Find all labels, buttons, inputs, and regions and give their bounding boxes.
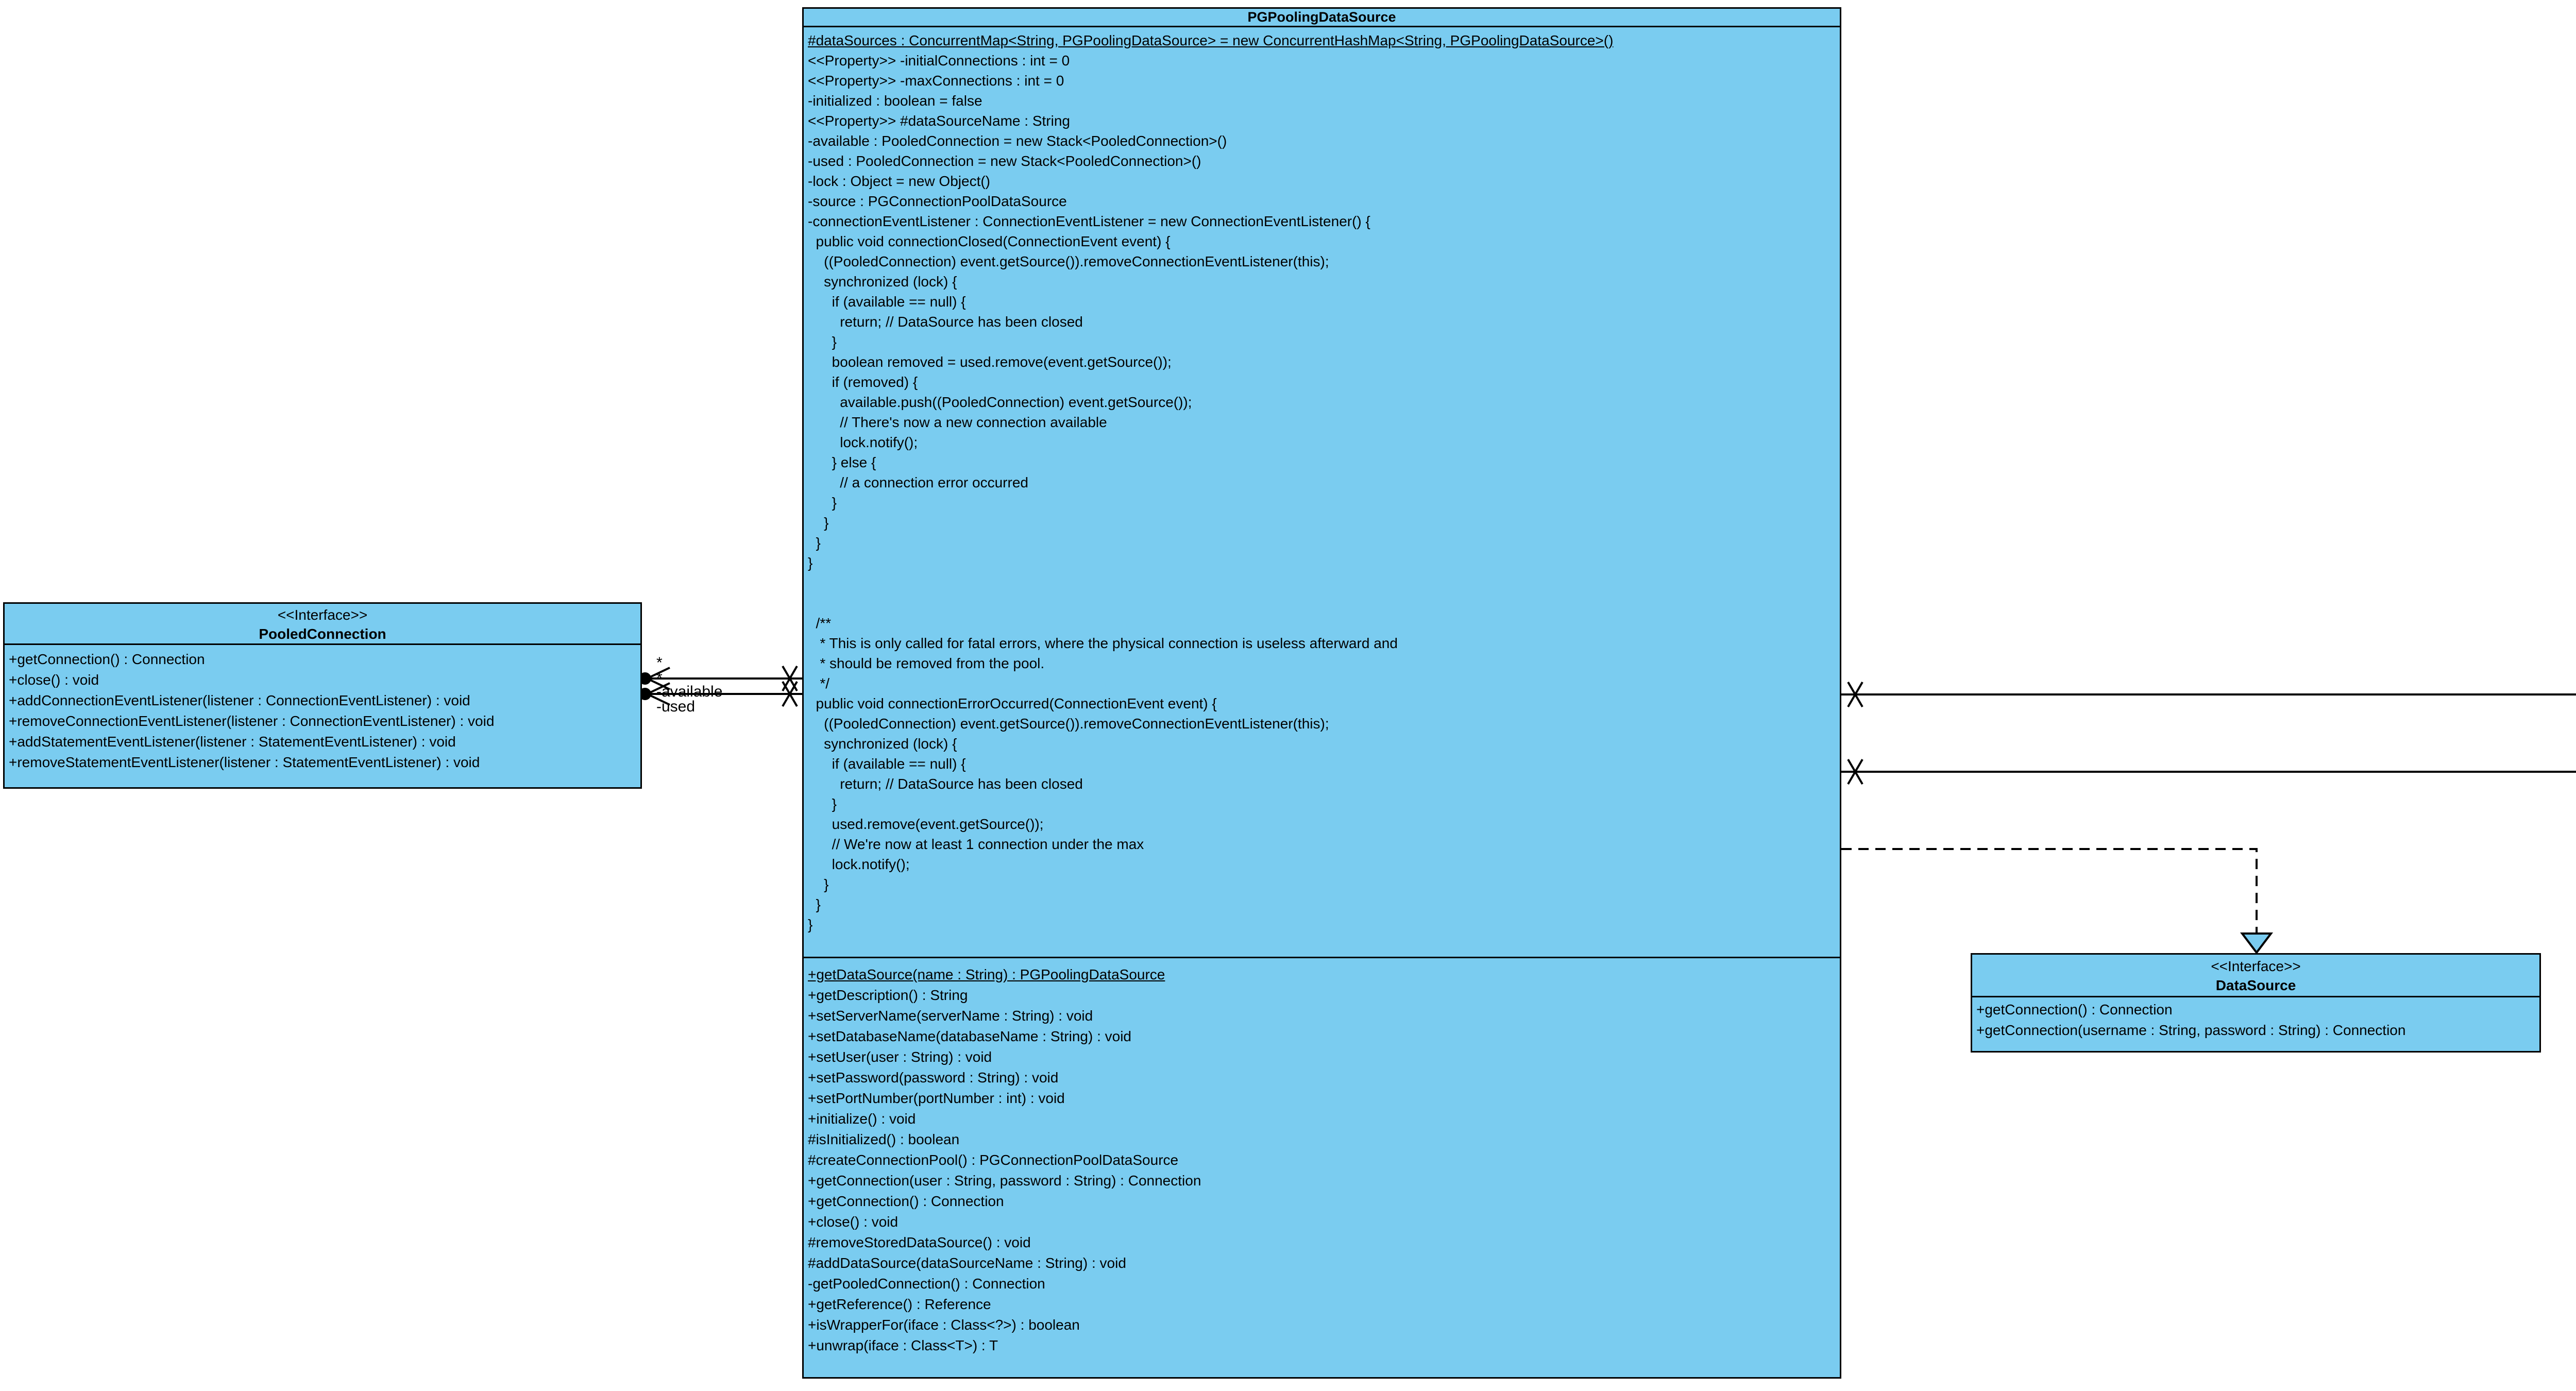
member-row: +setDatabaseName(databaseName : String) … [808,1028,1131,1044]
member-row: +setPassword(password : String) : void [808,1070,1059,1085]
member-row: ((PooledConnection) event.getSource()).r… [808,253,1329,269]
member-row: available.push((PooledConnection) event.… [808,394,1192,410]
label-used: -used [656,698,696,715]
member-row: +isWrapperFor(iface : Class<?>) : boolea… [808,1317,1080,1333]
member-row: +getConnection() : Connection [1976,1002,2173,1017]
association-source[interactable] [1841,681,2576,708]
member-row: #createConnectionPool() : PGConnectionPo… [808,1152,1179,1168]
class-title: DataSource [2215,977,2296,993]
member-row: #dataSources : ConcurrentMap<String, PGP… [808,32,1614,48]
multiplicity-available: * [656,654,663,671]
stereotype-label: <<Interface>> [277,607,368,623]
member-row: } [808,876,829,892]
member-row: +getConnection(user : String, password :… [808,1173,1201,1189]
label-available: -available [656,683,723,700]
member-row: -used : PooledConnection = new Stack<Poo… [808,153,1201,169]
non-navigable-x [782,665,798,692]
member-row: +removeStatementEventListener(listener :… [9,754,480,770]
member-row: public void connectionClosed(ConnectionE… [808,233,1171,249]
member-row: +setServerName(serverName : String) : vo… [808,1008,1093,1024]
interface-pooledconnection[interactable]: <<Interface>> PooledConnection +getConne… [3,602,642,789]
member-row: -source : PGConnectionPoolDataSource [808,193,1067,209]
member-row: } [808,796,837,812]
realization-datasource[interactable] [1841,848,2274,955]
member-row: } [808,896,821,912]
member-row: +getDescription() : String [808,987,968,1003]
interface-datasource[interactable]: <<Interface>> DataSource +getConnection(… [1971,953,2541,1053]
member-row: #removeStoredDataSource() : void [808,1234,1031,1250]
member-row: if (available == null) { [808,756,966,772]
member-row: +getReference() : Reference [808,1296,991,1312]
member-row: * This is only called for fatal errors, … [808,635,1398,651]
member-row: lock.notify(); [808,434,918,450]
member-row: } [808,515,829,531]
non-navigable-x [1847,758,1863,785]
methods-compartment: +getDataSource(name : String) : PGPoolin… [804,957,1840,1374]
member-row: } [808,555,813,571]
member-row: <<Property>> #dataSourceName : String [808,113,1070,129]
member-row: +setPortNumber(portNumber : int) : void [808,1090,1065,1106]
member-row: +unwrap(iface : Class<T>) : T [808,1337,998,1353]
member-row [808,573,1838,593]
member-row: +getConnection() : Connection [9,651,205,667]
member-row: -lock : Object = new Object() [808,173,991,189]
member-row: return; // DataSource has been closed [808,776,1083,792]
methods-compartment: +getConnection() : Connection +getConnect… [1972,996,2539,1049]
member-row: used.remove(event.getSource()); [808,816,1044,832]
member-row: lock.notify(); [808,856,910,872]
member-row [808,593,1838,613]
member-row: +getConnection() : Connection [808,1193,1004,1209]
member-row: if (removed) { [808,374,918,390]
association-connection-event-listener[interactable] [1841,758,2576,954]
member-row: +close() : void [9,672,99,688]
member-row: ((PooledConnection) event.getSource()).r… [808,716,1329,732]
member-row: +initialize() : void [808,1111,916,1127]
member-row: +removeConnectionEventListener(listener … [9,713,495,729]
member-row: boolean removed = used.remove(event.getS… [808,354,1172,370]
member-row: +setUser(user : String) : void [808,1049,992,1065]
member-row: } else { [808,454,876,470]
member-row: } [808,535,821,551]
member-row: synchronized (lock) { [808,274,957,290]
class-title: PGPoolingDataSource [1247,9,1396,25]
attributes-compartment: #dataSources : ConcurrentMap<String, PGP… [804,26,1840,957]
member-row: * should be removed from the pool. [808,655,1045,671]
member-row: +getDataSource(name : String) : PGPoolin… [808,966,1165,982]
member-row: +close() : void [808,1214,899,1230]
member-row: -getPooledConnection() : Connection [808,1276,1045,1292]
stereotype-label: <<Interface>> [2211,958,2301,974]
methods-compartment: +getConnection() : Connection +close() : … [5,643,640,784]
member-row: -initialized : boolean = false [808,93,982,109]
member-row: #addDataSource(dataSourceName : String) … [808,1255,1126,1271]
member-row: } [808,334,837,350]
member-row: return; // DataSource has been closed [808,314,1083,330]
member-row: +addConnectionEventListener(listener : C… [9,692,470,708]
member-row: public void connectionErrorOccurred(Conn… [808,696,1217,711]
member-row: synchronized (lock) { [808,736,957,752]
hollow-triangle-arrowhead [2240,932,2274,955]
member-row: #isInitialized() : boolean [808,1131,960,1147]
member-row: +addStatementEventListener(listener : St… [9,734,456,750]
member-row: +getConnection(username : String, passwo… [1976,1022,2406,1038]
member-row: -available : PooledConnection = new Stac… [808,133,1227,149]
non-navigable-x [1847,681,1863,708]
non-navigable-x [782,681,798,707]
multiplicity-used: * [656,670,663,687]
member-row: // We're now at least 1 connection under… [808,836,1144,852]
member-row: } [808,917,813,932]
member-row: <<Property>> -initialConnections : int =… [808,53,1070,69]
member-row: /** [808,615,832,631]
class-title: PooledConnection [259,626,386,642]
member-row: } [808,495,837,511]
member-row: -connectionEventListener : ConnectionEve… [808,213,1370,229]
member-row: // a connection error occurred [808,474,1028,490]
class-pgpoolingdatasource[interactable]: PGPoolingDataSource #dataSources : Concu… [802,7,1841,1379]
member-row: if (available == null) { [808,294,966,310]
member-row: */ [808,675,830,691]
member-row: <<Property>> -maxConnections : int = 0 [808,73,1064,89]
member-row: // There's now a new connection availabl… [808,414,1107,430]
